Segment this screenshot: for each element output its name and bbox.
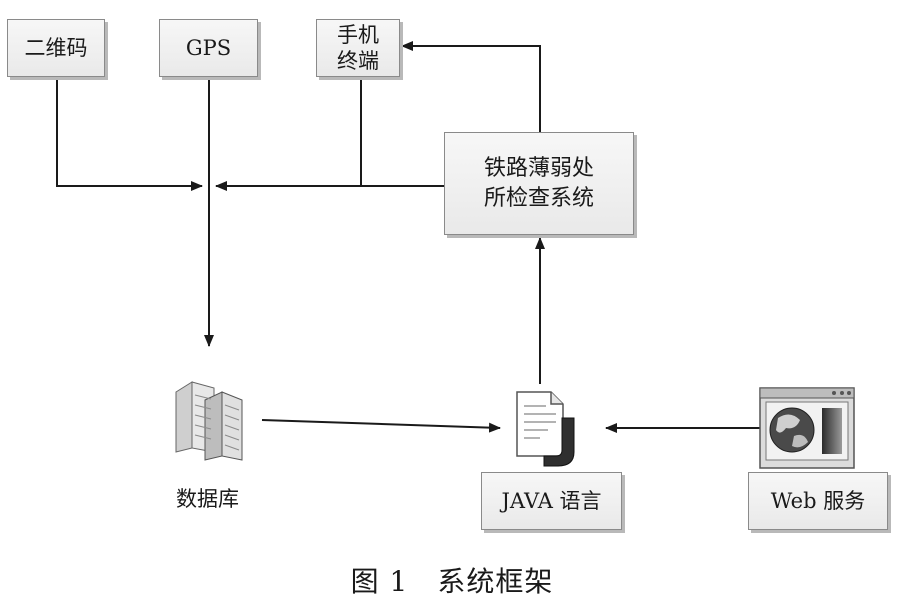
java-box: JAVA 语言 — [481, 472, 622, 530]
figure-caption: 图 1 系统框架 — [350, 565, 554, 598]
mobile-terminal-box: 手机 终端 — [316, 19, 400, 77]
mobile-label-line1: 手机 — [337, 23, 379, 47]
gps-box: GPS — [159, 19, 258, 77]
java-document-icon — [516, 391, 575, 467]
web-label: Web 服务 — [770, 489, 866, 513]
qrcode-box: 二维码 — [7, 19, 105, 77]
database-to-java-line — [261, 419, 501, 433]
java-label: JAVA 语言 — [501, 489, 602, 513]
web-browser-globe-icon — [759, 387, 855, 469]
web-service-box: Web 服务 — [748, 472, 888, 530]
system-to-mobile-line — [401, 41, 541, 132]
system-label-line1: 铁路薄弱处 — [483, 155, 594, 181]
qrcode-label: 二维码 — [24, 36, 88, 60]
database-server-icon — [175, 381, 243, 461]
system-label-line2: 所检查系统 — [483, 185, 594, 211]
database-label: 数据库 — [176, 487, 239, 511]
qrcode-to-junction-line — [56, 80, 203, 191]
mobile-label-line2: 终端 — [337, 49, 379, 73]
gps-label: GPS — [185, 36, 232, 60]
inspection-system-box: 铁路薄弱处 所检查系统 — [444, 132, 634, 235]
